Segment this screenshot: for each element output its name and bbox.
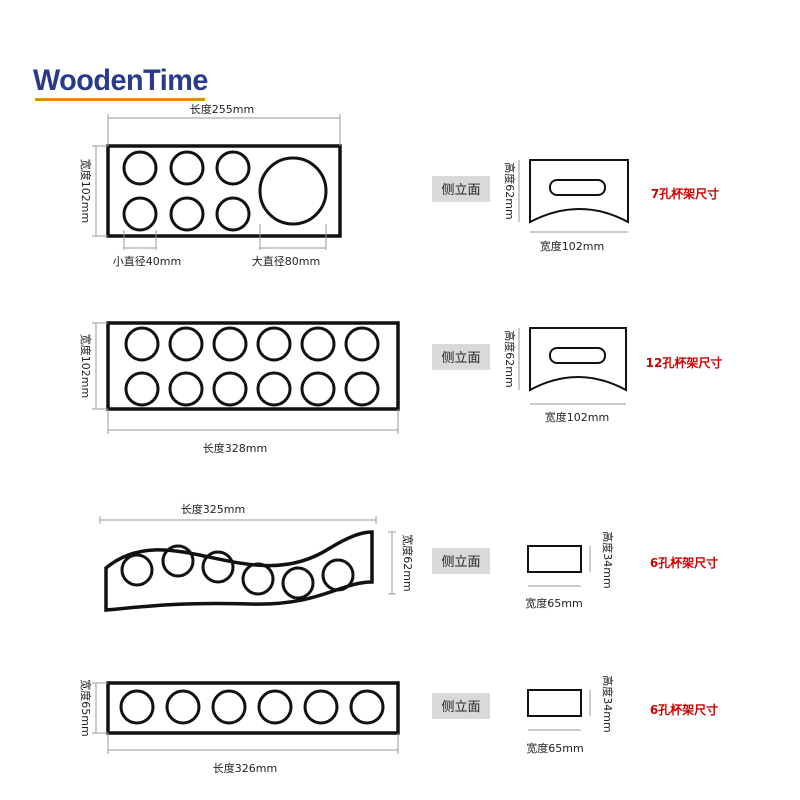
- rack7-large-diameter-label: 大直径80mm: [252, 254, 320, 268]
- rack6-wave-side-label-bg: [432, 548, 490, 574]
- rack-7-side-view: [529, 159, 629, 224]
- rack-6-flat-top-view: [106, 681, 400, 735]
- rack6-flat-length-label: 长度326mm: [213, 761, 277, 775]
- rack7-title: 7孔杯架尺寸: [651, 186, 719, 201]
- rack12-side-width-label: 宽度102mm: [545, 410, 609, 424]
- rack12-side-label: 侧立面: [441, 351, 480, 366]
- rack-12-side-view: [529, 327, 627, 392]
- brand-logo: WoodenTime: [33, 64, 208, 97]
- rack6-wave-width-label: 宽度62mm: [401, 534, 415, 591]
- rack6-wave-length-label: 长度325mm: [181, 502, 245, 516]
- rack7-length-label: 长度255mm: [190, 102, 254, 116]
- rack6-flat-width-label: 宽度65mm: [79, 679, 93, 736]
- rack12-length-label: 长度328mm: [203, 441, 267, 455]
- rack12-width-label: 宽度102mm: [79, 334, 93, 398]
- rack-12-top-view: [106, 321, 400, 411]
- rack6-flat-side-height-label: 高度34mm: [601, 675, 615, 732]
- rack6-flat-side-label-bg: [432, 693, 490, 719]
- rack7-side-label-bg: [432, 176, 490, 202]
- rack6-flat-side-label: 侧立面: [441, 700, 480, 715]
- rack7-small-diameter-label: 小直径40mm: [113, 254, 181, 268]
- rack7-side-width-label: 宽度102mm: [540, 239, 604, 253]
- rack-6-wave-top-view: [104, 530, 374, 612]
- rack6-flat-side-width-label: 宽度65mm: [526, 741, 583, 755]
- rack12-title: 12孔杯架尺寸: [646, 355, 723, 370]
- rack12-side-height-label: 高度62mm: [503, 330, 517, 387]
- rack-6-wave-side-view: [527, 545, 582, 573]
- rack7-width-label: 宽度102mm: [79, 159, 93, 223]
- rack6-wave-side-width-label: 宽度65mm: [525, 596, 582, 610]
- rack6-wave-side-height-label: 高度34mm: [601, 531, 615, 588]
- rack7-side-height-label: 高度62mm: [503, 162, 517, 219]
- logo-underline: [35, 98, 205, 101]
- rack-7-top-view: [106, 144, 342, 238]
- rack7-side-label: 侧立面: [441, 183, 480, 198]
- rack6-wave-title: 6孔杯架尺寸: [650, 555, 718, 570]
- rack-6-flat-side-view: [527, 689, 582, 717]
- rack6-flat-title: 6孔杯架尺寸: [650, 702, 718, 717]
- rack12-side-label-bg: [432, 344, 490, 370]
- rack6-wave-side-label: 侧立面: [441, 555, 480, 570]
